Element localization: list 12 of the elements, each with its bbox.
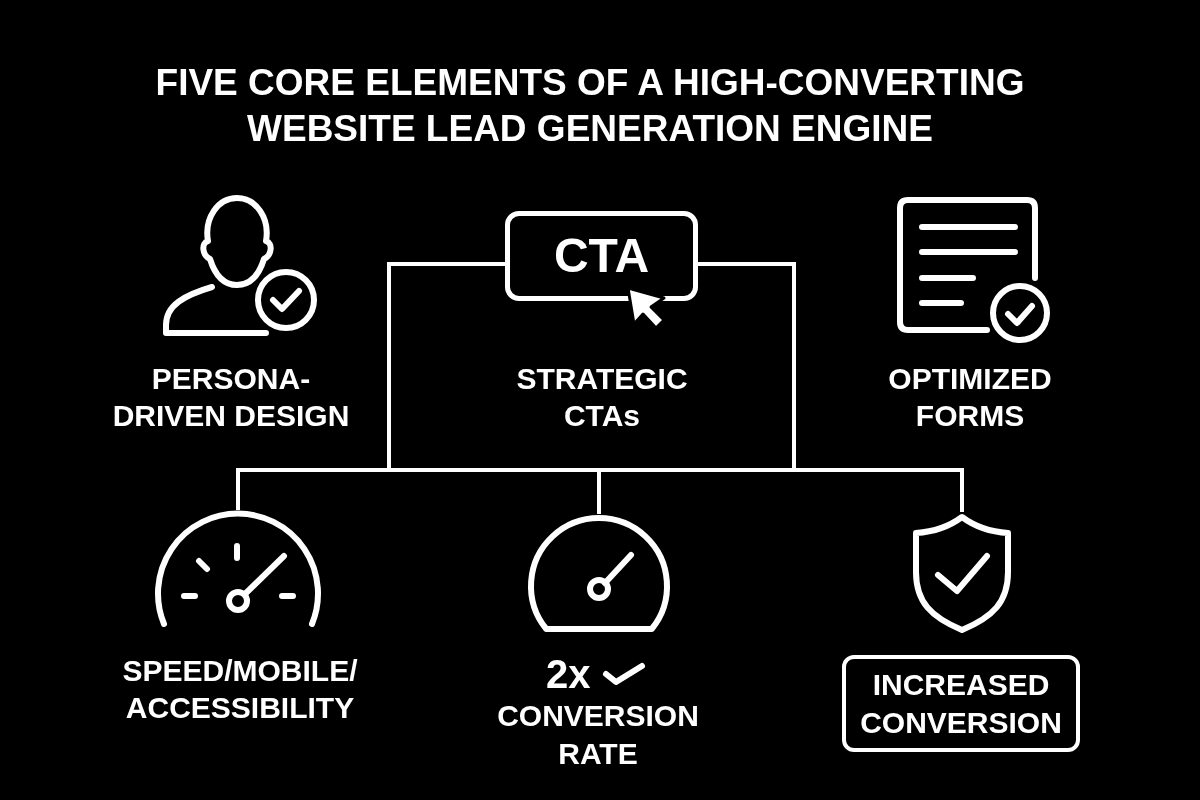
speedometer-icon [154,510,322,630]
feature-caption: PERSONA- DRIVEN DESIGN [111,361,351,434]
feature-caption: SPEED/MOBILE/ ACCESSIBILITY [121,653,359,726]
feature-caption: STRATEGIC CTAs [515,361,689,434]
title: FIVE CORE ELEMENTS OF A HIGH-CONVERTING WEBSITE LEAD GENERATION ENGINE [154,61,1026,151]
feature-caption: 2x [546,652,591,696]
feature-caption: OPTIMIZED FORMS [887,361,1053,434]
document-check-icon [896,196,1052,346]
connector-line [698,262,964,512]
feature-caption: CONVERSION RATE [496,698,700,772]
gauge-icon [527,514,671,633]
result-box: INCREASED CONVERSION [842,655,1080,752]
